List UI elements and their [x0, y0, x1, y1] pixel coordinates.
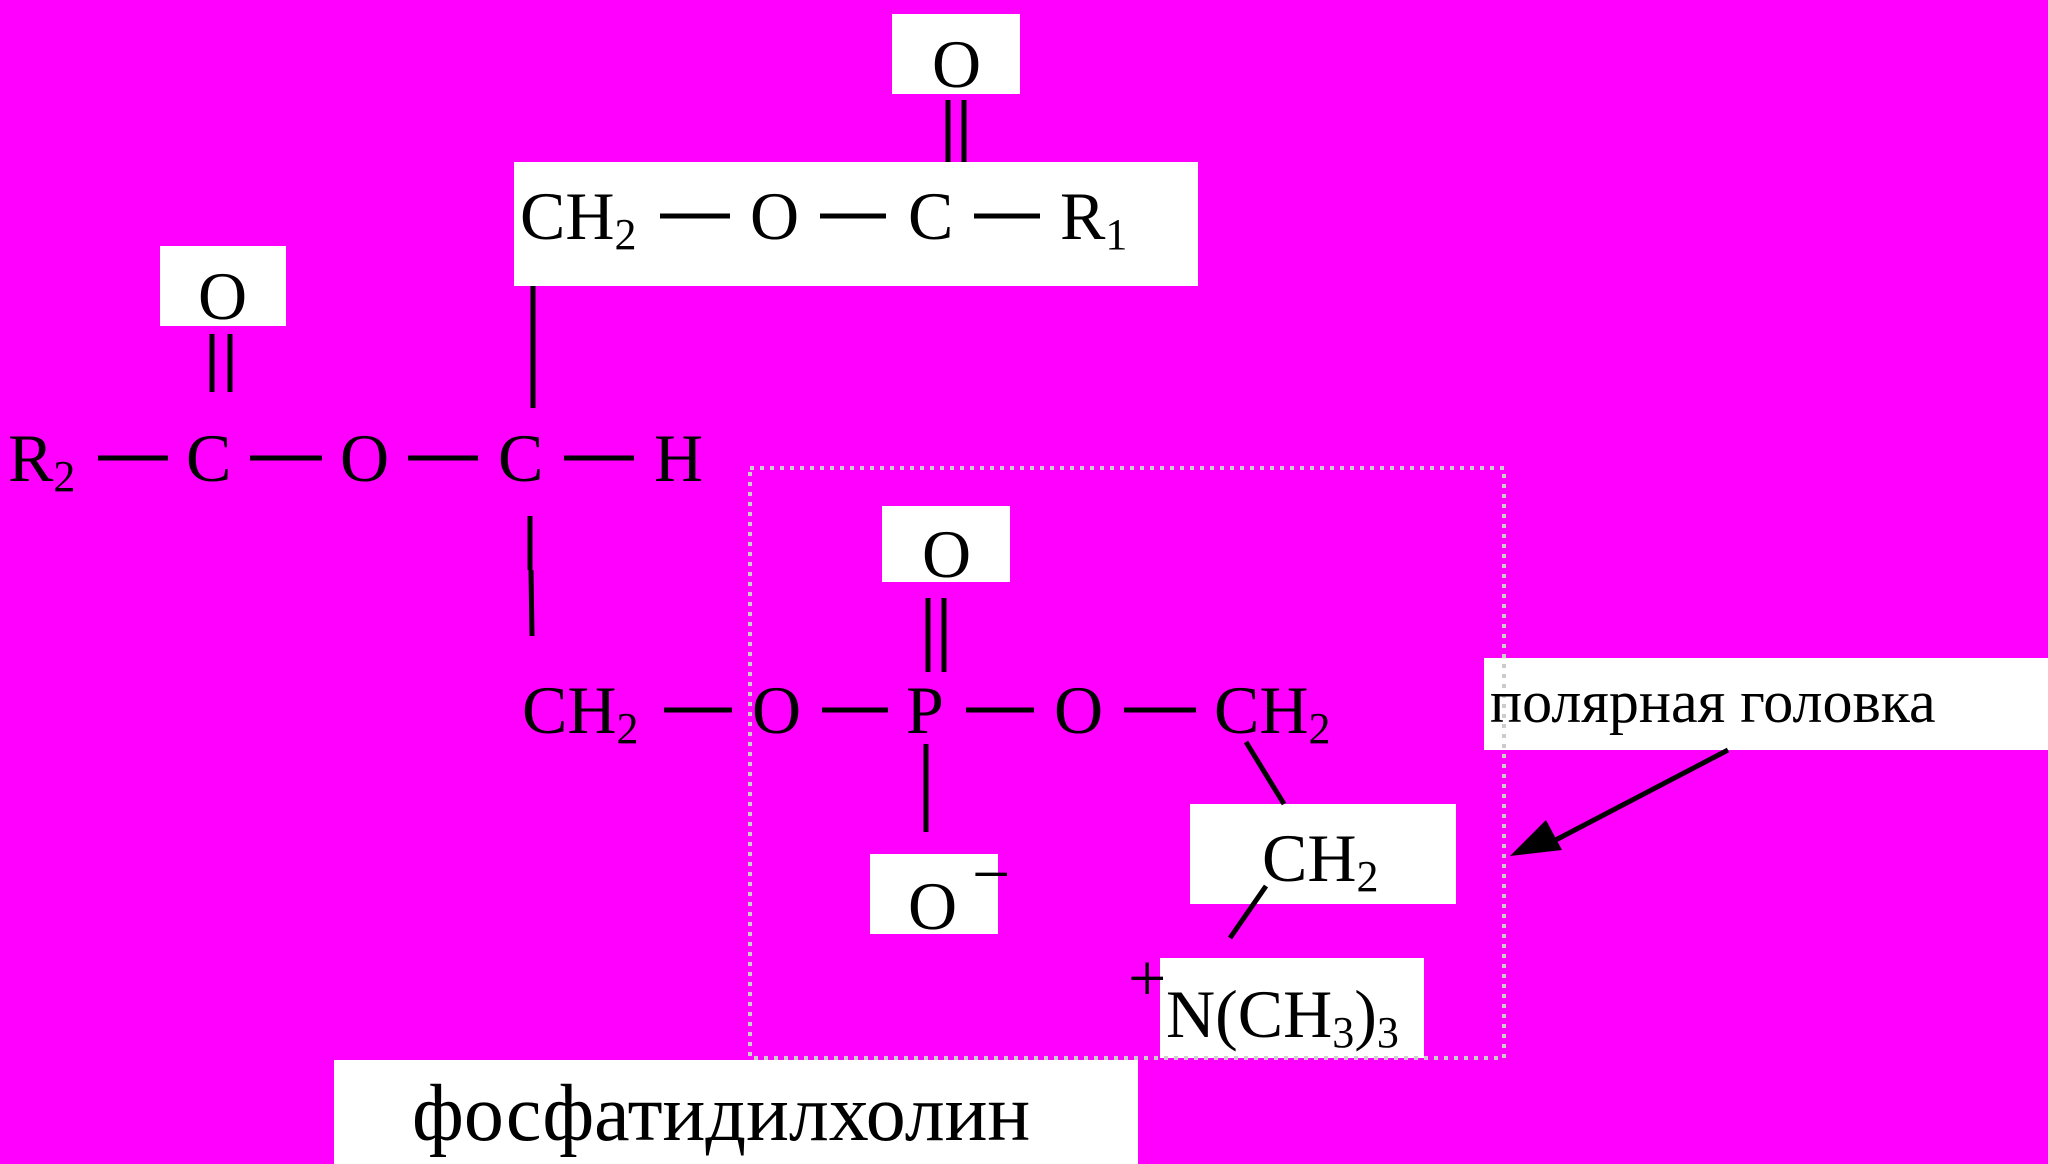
box-title [334, 1060, 1138, 1164]
atom-r2: R2 [8, 424, 75, 499]
atom-ch2-top-sub: 2 [614, 210, 637, 259]
atom-ch2-top-main: CH [520, 178, 615, 254]
atom-ch2-right: CH2 [1214, 676, 1330, 751]
atom-n-group-sub: 3 [1332, 1008, 1355, 1057]
atom-o-minus: O [908, 868, 958, 944]
bond-ch2-ch2 [1243, 740, 1287, 806]
arrow-shaft [1546, 747, 1730, 847]
atom-r2-main: R [8, 420, 54, 496]
box-o-minus [870, 854, 998, 934]
atom-o-left: O [198, 258, 248, 334]
atom-c-carbonyl2: C [186, 420, 232, 496]
atom-n-group: N(CH3)3 [1166, 980, 1399, 1055]
atom-ch2-top: CH2 [520, 182, 636, 257]
atom-ch2-mid-sub: 2 [616, 704, 639, 753]
box-o-top [892, 14, 1020, 94]
atom-ch2-lower: CH2 [1262, 824, 1378, 899]
atom-ch2-mid-main: CH [522, 672, 617, 748]
atom-r1: R1 [1060, 182, 1127, 257]
atom-r1-sub: 1 [1105, 210, 1128, 259]
bond-c-to-ch2-mid-lower [528, 569, 535, 637]
atom-o-phos: O [922, 516, 972, 592]
atom-o-bridge1: O [752, 672, 802, 748]
atom-ch2-right-sub: 2 [1308, 704, 1331, 753]
atom-r1-main: R [1060, 178, 1106, 254]
polar-head-frame [748, 466, 1506, 1060]
atom-o-bridge2: O [1054, 672, 1104, 748]
atom-h: H [654, 420, 704, 496]
atom-c-center: C [498, 420, 544, 496]
bond-ch2-n [1227, 884, 1269, 940]
box-ch2-ester-chain1 [514, 162, 1198, 286]
atom-p: P [906, 672, 944, 748]
atom-o-ester2: O [340, 420, 390, 496]
box-polar-head-label [1484, 658, 2048, 750]
atom-n-group-sub2: 3 [1376, 1008, 1399, 1057]
box-ch2-lower [1190, 804, 1456, 904]
atom-ch2-lower-main: CH [1262, 820, 1357, 896]
minus-charge: − [972, 836, 1011, 912]
polar-head-label: полярная головка [1490, 669, 1936, 735]
arrow-head [1510, 820, 1562, 856]
atom-o-ester1: O [750, 178, 800, 254]
atom-ch2-lower-sub: 2 [1356, 852, 1379, 901]
diagram-title: фосфатидилхолин [412, 1070, 1031, 1158]
atom-r2-sub: 2 [53, 452, 76, 501]
box-o-phos [882, 506, 1010, 582]
plus-charge: + [1128, 940, 1167, 1016]
box-o-left [160, 246, 286, 326]
atom-o-top: O [932, 26, 982, 102]
box-n-group [1160, 958, 1424, 1058]
atom-n-group-close: ) [1354, 976, 1377, 1052]
atom-c-carbonyl1: C [908, 178, 954, 254]
atom-n-group-main: N(CH [1166, 976, 1333, 1052]
atom-ch2-mid: CH2 [522, 676, 638, 751]
atom-ch2-right-main: CH [1214, 672, 1309, 748]
